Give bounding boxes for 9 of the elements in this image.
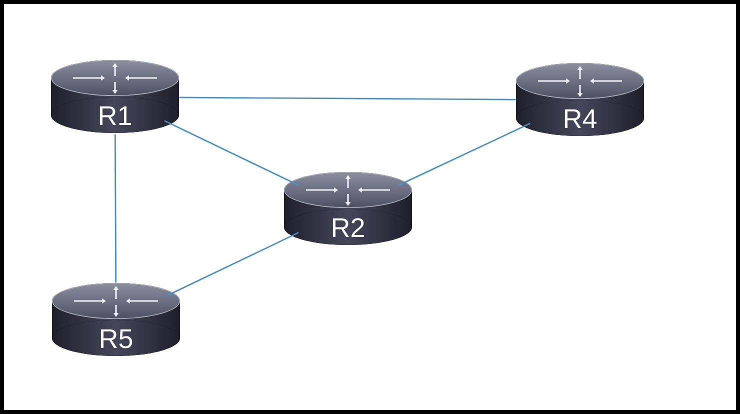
router: R5 xyxy=(52,283,180,356)
link-line xyxy=(398,122,530,186)
router: R1 xyxy=(51,60,179,133)
link-line xyxy=(114,134,117,283)
link-line xyxy=(164,120,299,186)
router: R2 xyxy=(284,172,412,245)
link-line xyxy=(165,232,299,297)
link-line xyxy=(179,96,516,100)
router: R4 xyxy=(516,63,644,136)
